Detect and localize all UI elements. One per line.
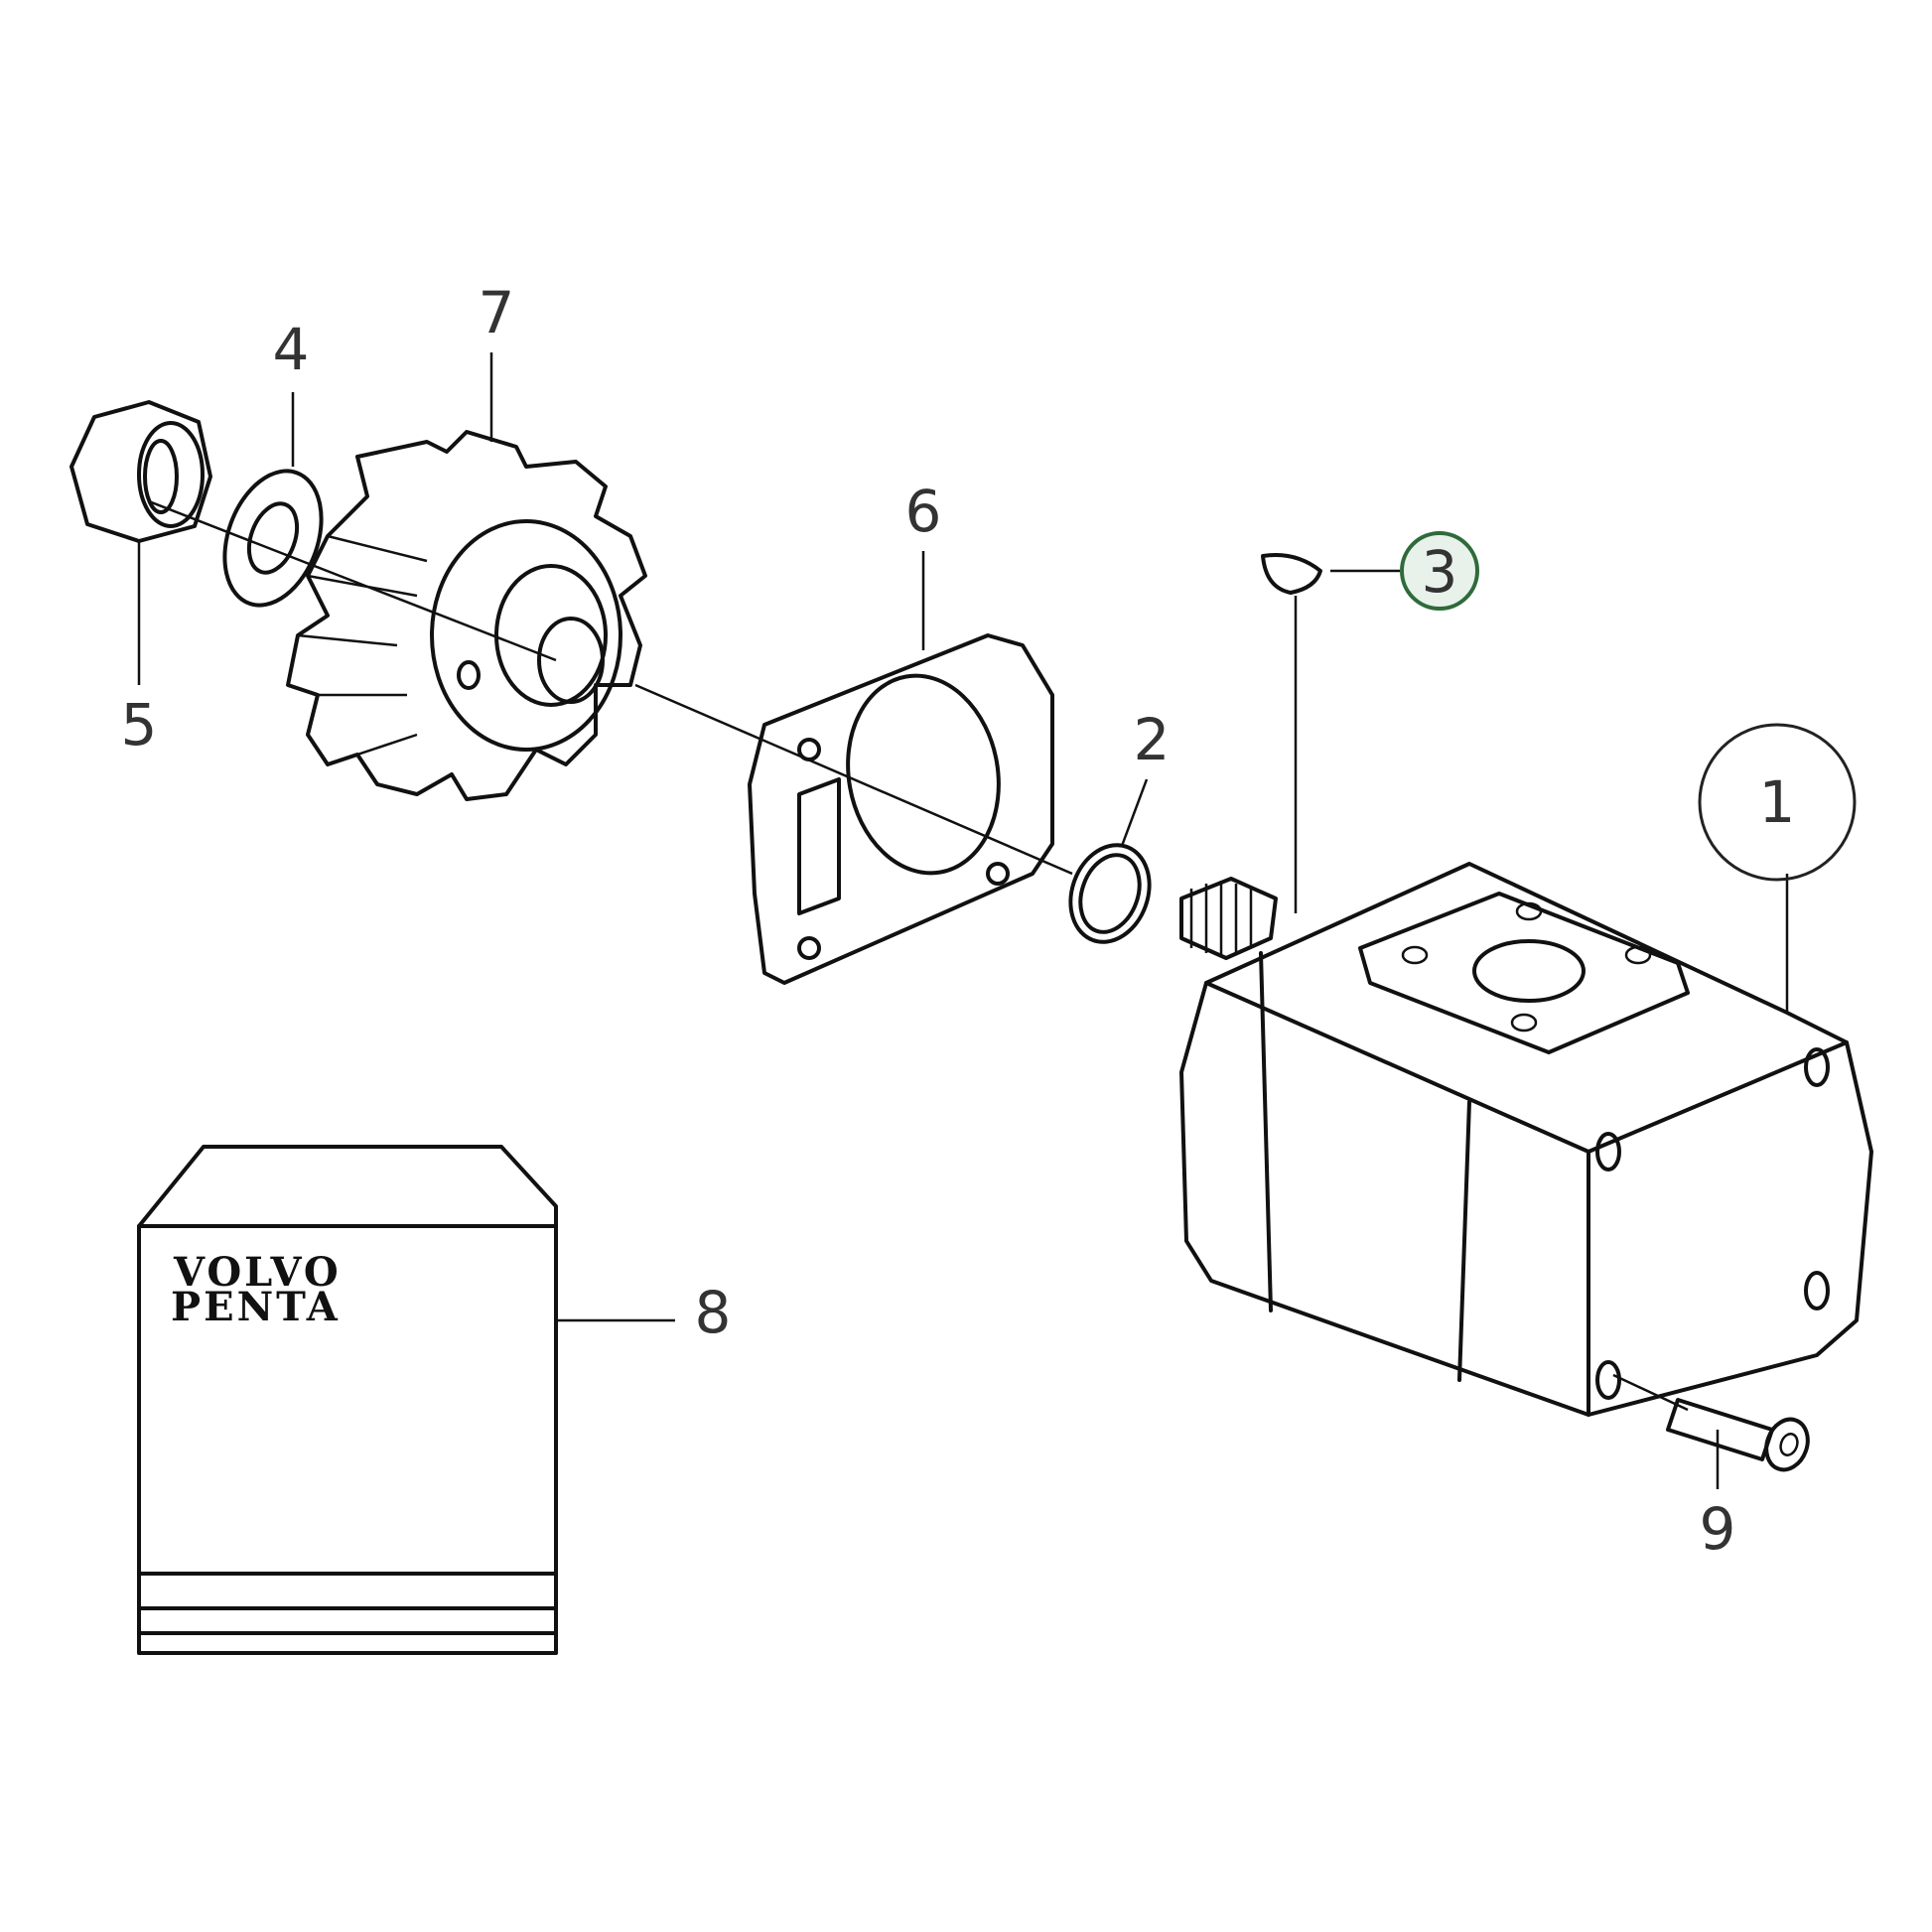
part-9-bolt[interactable]	[1612, 1373, 1815, 1475]
part-8-gasket-kit-box[interactable]: VOLVO PENTA	[137, 1145, 558, 1655]
callout-label-7: 7	[479, 279, 515, 346]
leader-lines	[137, 352, 1789, 1489]
callout-4[interactable]: 4	[273, 316, 310, 383]
part-4-washer[interactable]	[207, 458, 339, 619]
callout-8[interactable]: 8	[695, 1279, 732, 1346]
callout-7[interactable]: 7	[479, 279, 515, 346]
callout-label-1: 1	[1759, 768, 1796, 836]
callout-6[interactable]: 6	[905, 478, 942, 545]
part-5-nut[interactable]	[69, 400, 212, 543]
part-7-gear[interactable]	[286, 430, 647, 801]
callout-label-9: 9	[1700, 1495, 1736, 1563]
callout-label-5: 5	[121, 691, 158, 759]
part-6-gasket-plate[interactable]	[748, 633, 1054, 985]
brand-penta: PENTA	[171, 1284, 341, 1330]
callout-3[interactable]: 3	[1400, 531, 1479, 611]
callout-5[interactable]: 5	[121, 691, 158, 759]
callout-label-2: 2	[1134, 706, 1171, 773]
callout-1[interactable]: 1	[1698, 723, 1857, 882]
callout-label-3: 3	[1422, 538, 1458, 606]
brand-volvo: VOLVO	[173, 1249, 342, 1296]
callout-9[interactable]: 9	[1700, 1495, 1736, 1563]
part-3-key[interactable]	[1261, 553, 1322, 913]
callout-label-4: 4	[273, 316, 310, 383]
callout-2[interactable]: 2	[1134, 706, 1171, 773]
part-2-o-ring[interactable]	[1057, 834, 1163, 953]
part-1-pump-housing[interactable]	[1179, 862, 1873, 1417]
assembly-axis-line	[148, 499, 1073, 876]
callout-label-6: 6	[905, 478, 942, 545]
callout-label-8: 8	[695, 1279, 732, 1346]
